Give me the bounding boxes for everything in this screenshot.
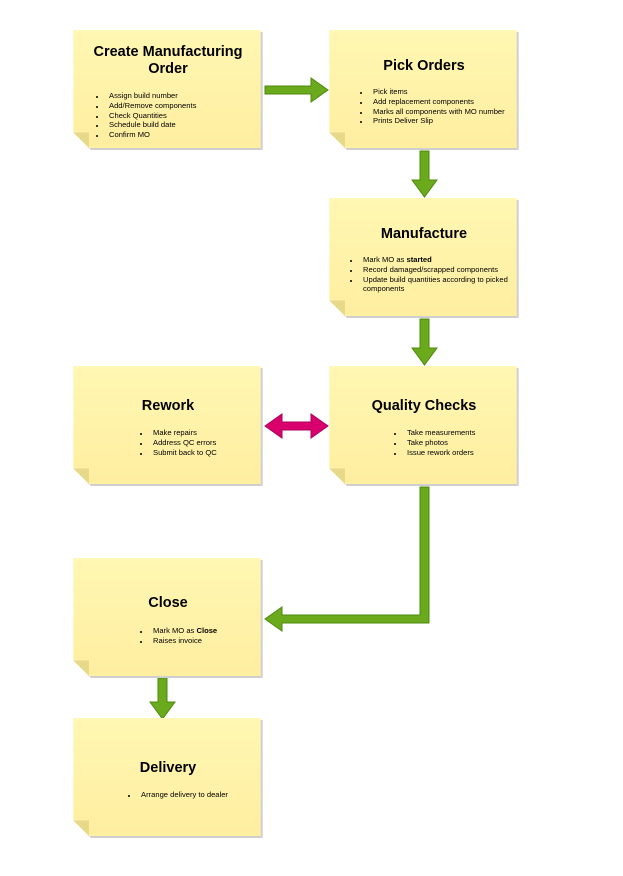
list-item: Take photos: [404, 438, 475, 448]
list-item: Add replacement components: [370, 97, 505, 107]
list-item: Prints Deliver Slip: [370, 116, 505, 126]
node-title: Pick Orders: [383, 58, 465, 74]
sticky-note-shape: [329, 366, 519, 486]
sticky-note-shape: [329, 198, 519, 318]
connectors: [149, 77, 438, 720]
sticky-note-shape: [73, 30, 263, 150]
node-item-list: Take measurements Take photos Issue rewo…: [390, 428, 475, 457]
arrow-close-to-delivery: [149, 677, 176, 720]
arrow-create-to-pick: [264, 77, 329, 103]
sticky-note-shape: [329, 30, 519, 150]
arrow-manufacture-to-qc: [411, 318, 438, 366]
sticky-note-shape: [73, 558, 263, 678]
node-pick-orders[interactable]: Pick Orders Pick items Add replacement c…: [328, 30, 520, 150]
node-item-list: Assign build number Add/Remove component…: [92, 91, 196, 140]
node-manufacture[interactable]: Manufacture Mark MO as started Record da…: [328, 198, 520, 318]
list-item: Mark MO as started: [360, 255, 530, 265]
list-item-text: Mark MO as: [153, 626, 197, 635]
node-item-list: Mark MO as Close Raises invoice: [136, 626, 217, 646]
list-item: Raises invoice: [150, 636, 217, 646]
list-item-text: Mark MO as: [363, 255, 407, 264]
node-quality-checks[interactable]: Quality Checks Take measurements Take ph…: [328, 366, 520, 486]
node-item-list: Mark MO as started Record damaged/scrapp…: [346, 255, 530, 294]
list-item: Submit back to QC: [150, 448, 217, 458]
list-item: Mark MO as Close: [150, 626, 217, 636]
arrow-qc-to-close: [264, 486, 430, 632]
list-item: Marks all components with MO number: [370, 107, 505, 117]
list-item: Make repairs: [150, 428, 217, 438]
list-item-emphasis: Close: [196, 626, 218, 635]
node-delivery[interactable]: Delivery Arrange delivery to dealer: [72, 718, 264, 838]
arrow-rework-qc-bidirectional: [264, 413, 329, 439]
arrow-pick-to-manufacture: [411, 150, 438, 198]
list-item: Schedule build date: [106, 120, 196, 130]
list-item: Update build quantities according to pic…: [360, 275, 530, 295]
node-item-list: Make repairs Address QC errors Submit ba…: [136, 428, 217, 457]
node-title: Rework: [141, 398, 195, 414]
node-create-mo[interactable]: Create Manufacturing Order Assign build …: [72, 30, 264, 150]
node-title: Quality Checks: [371, 398, 477, 414]
sticky-note-shape: [73, 718, 263, 838]
list-item: Add/Remove components: [106, 101, 196, 111]
list-item-emphasis: started: [406, 255, 432, 264]
node-item-list: Arrange delivery to dealer: [124, 790, 228, 800]
list-item: Confirm MO: [106, 130, 196, 140]
node-close[interactable]: Close Mark MO as Close Raises invoice: [72, 558, 264, 678]
list-item: Pick items: [370, 87, 505, 97]
list-item: Issue rework orders: [404, 448, 475, 458]
list-item: Address QC errors: [150, 438, 217, 448]
node-title: Close: [148, 595, 188, 611]
node-title: Delivery: [139, 760, 197, 776]
node-rework[interactable]: Rework Make repairs Address QC errors Su…: [72, 366, 264, 486]
list-item: Assign build number: [106, 91, 196, 101]
sticky-note-shape: [73, 366, 263, 486]
list-item: Check Quantities: [106, 111, 196, 121]
list-item: Arrange delivery to dealer: [138, 790, 228, 800]
node-item-list: Pick items Add replacement components Ma…: [356, 87, 505, 126]
node-title: Create Manufacturing Order: [93, 44, 243, 77]
list-item: Take measurements: [404, 428, 475, 438]
node-title: Manufacture: [380, 226, 468, 242]
list-item: Record damaged/scrapped components: [360, 265, 530, 275]
